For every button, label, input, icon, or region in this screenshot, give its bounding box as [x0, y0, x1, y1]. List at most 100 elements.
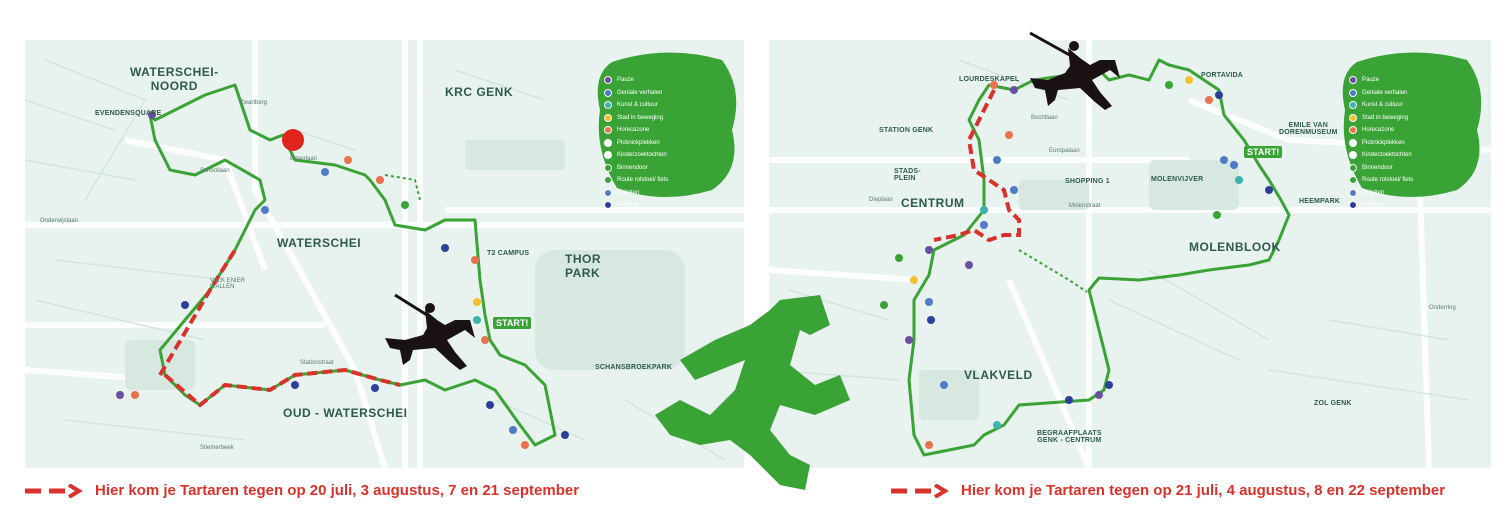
- legend-dot-icon: [604, 76, 612, 85]
- label-krc-genk: KRC GENK: [445, 85, 514, 99]
- label-molenvijver: MOLENVIJVER: [1151, 176, 1204, 183]
- legend-item-label: Kunst & cultuur: [1362, 102, 1403, 109]
- legend-item: Parking: [1349, 199, 1413, 212]
- legend-item: Horecazone: [1349, 124, 1413, 137]
- tartaren-route-right: [933, 89, 1021, 243]
- label-molenblook: MOLENBLOOK: [1189, 240, 1281, 254]
- legend-dot-icon: [604, 88, 612, 97]
- label-evendensquare: EVENDENSQUARE: [95, 110, 162, 117]
- legend-dot-icon: [604, 101, 612, 110]
- legend-item-label: Route rolstoel/ fiets: [617, 177, 669, 184]
- legend-item-label: Kinderzoektochten: [1362, 152, 1412, 159]
- label-oud-waterschei: OUD - WATERSCHEI: [283, 406, 408, 420]
- legend-item: Geniale verhalen: [1349, 87, 1413, 100]
- label-molenstraat: Molenstraat: [1069, 203, 1101, 209]
- caption-right: Hier kom je Tartaren tegen op 21 juli, 4…: [891, 482, 1445, 499]
- legend-dot-icon: [604, 113, 612, 122]
- legend-item: Kunst & cultuur: [604, 99, 668, 112]
- legend-item-label: Horecazone: [617, 127, 650, 134]
- legend-blob: [597, 52, 737, 198]
- legend-item-label: Parking: [1362, 202, 1383, 209]
- legend-item: Binnendoor: [1349, 162, 1413, 175]
- legend-item-label: Horecazone: [1362, 127, 1395, 134]
- map-centrum: LOURDESKAPEL STATION GENK STADS- PLEIN C…: [769, 40, 1491, 468]
- legend-item: Pauze: [604, 74, 668, 87]
- legend-item-label: Geniale verhalen: [1362, 89, 1408, 96]
- route-arrow-icon: [25, 483, 83, 498]
- label-station-genk: STATION GENK: [879, 127, 934, 134]
- route-arrow-icon: [891, 483, 949, 498]
- label-stadsplein: STADS- PLEIN: [894, 168, 921, 182]
- legend-item: Toiletten: [604, 187, 668, 200]
- legend-item-label: Stad in beweging: [1362, 114, 1409, 121]
- legend-blob: [1342, 52, 1482, 198]
- caption-right-text: Hier kom je Tartaren tegen op 21 juli, 4…: [961, 482, 1446, 499]
- start-badge-left: START!: [493, 317, 532, 329]
- legend-item: Route rolstoel/ fiets: [604, 174, 668, 187]
- legend-dot-icon: [604, 176, 612, 185]
- label-bimerlaan: Bimerlaan: [290, 156, 318, 162]
- label-centrum: CENTRUM: [901, 196, 965, 210]
- legend-dot-icon: [1349, 188, 1357, 197]
- legend-item-label: Toiletten: [1362, 189, 1385, 196]
- route-left: [148, 83, 557, 447]
- legend-item: Geniale verhalen: [604, 87, 668, 100]
- legend-item: Kinderzoektochten: [604, 149, 668, 162]
- label-t2-campus: T2 CAMPUS: [487, 250, 530, 257]
- legend-dot-icon: [604, 126, 612, 135]
- route-right: [907, 58, 1291, 457]
- legend-item-label: Binnendoor: [617, 164, 648, 171]
- runner-silhouette-icon: [655, 295, 850, 490]
- label-lourdeskapel: LOURDESKAPEL: [959, 76, 1020, 83]
- legend-item: Horecazone: [604, 124, 668, 137]
- label-shopping1: SHOPPING 1: [1065, 178, 1110, 185]
- legend-item-label: Picknickplekken: [617, 139, 660, 146]
- legend-item: Toiletten: [1349, 187, 1413, 200]
- legend-item-label: Kinderzoektochten: [617, 152, 667, 159]
- label-bochtlaan: Bochtlaan: [1031, 115, 1058, 121]
- label-europalaan: Europalaan: [1049, 148, 1080, 154]
- label-schansbroekpark: SCHANSBROEKPARK: [595, 364, 673, 371]
- legend-item-label: Binnendoor: [1362, 164, 1393, 171]
- legend-dot-icon: [1349, 113, 1357, 122]
- legend-item: Parking: [604, 199, 668, 212]
- legend-dot-icon: [604, 138, 612, 147]
- legend-item: Kinderzoektochten: [1349, 149, 1413, 162]
- legend-dot-icon: [1349, 163, 1357, 172]
- label-zwartberg: Zwartberg: [240, 100, 268, 106]
- label-valkenierslei: VALK ENIER WALLEN: [210, 278, 245, 290]
- legend-dot-icon: [604, 201, 612, 210]
- label-stiemerbeek: Stiemerbeek: [200, 445, 234, 451]
- start-badge-right: START!: [1244, 146, 1283, 158]
- map-left-roads: [25, 40, 744, 468]
- legend-dot-icon: [1349, 76, 1357, 85]
- legend-dot-icon: [1349, 126, 1357, 135]
- label-emile-van-dorenmuseum: EMILE VAN DORENMUSEUM: [1279, 122, 1338, 136]
- legend-dot-icon: [1349, 101, 1357, 110]
- label-dieplaan: Dieplaan: [869, 197, 893, 203]
- label-heempark: HEEMPARK: [1299, 198, 1341, 205]
- legend-item: Kunst & cultuur: [1349, 99, 1413, 112]
- legend-item: Binnendoor: [604, 162, 668, 175]
- legend-item: Picknickplekken: [1349, 137, 1413, 150]
- label-vlakveld: VLAKVELD: [964, 368, 1033, 382]
- legend-item-label: Toiletten: [617, 189, 640, 196]
- label-zol-genk: ZOL GENK: [1314, 400, 1352, 407]
- label-portavida: PORTAVIDA: [1201, 72, 1243, 79]
- caption-left: Hier kom je Tartaren tegen op 20 juli, 3…: [25, 482, 579, 499]
- legend-item-label: Pauze: [1362, 77, 1380, 84]
- legend-item-label: Parking: [617, 202, 638, 209]
- caption-left-text: Hier kom je Tartaren tegen op 20 juli, 3…: [95, 482, 580, 499]
- label-thor-park: THOR PARK: [565, 252, 601, 280]
- legend-item-label: Route rolstoel/ fiets: [1362, 177, 1414, 184]
- legend-item-label: Picknickplekken: [1362, 139, 1405, 146]
- legend-dot-icon: [1349, 88, 1357, 97]
- legend-item-label: Geniale verhalen: [617, 89, 663, 96]
- map-right-roads: [769, 40, 1491, 468]
- label-stationstraat: Stationstraat: [300, 360, 334, 366]
- legend-item: Stad in beweging: [1349, 112, 1413, 125]
- legend-dot-icon: [1349, 151, 1357, 160]
